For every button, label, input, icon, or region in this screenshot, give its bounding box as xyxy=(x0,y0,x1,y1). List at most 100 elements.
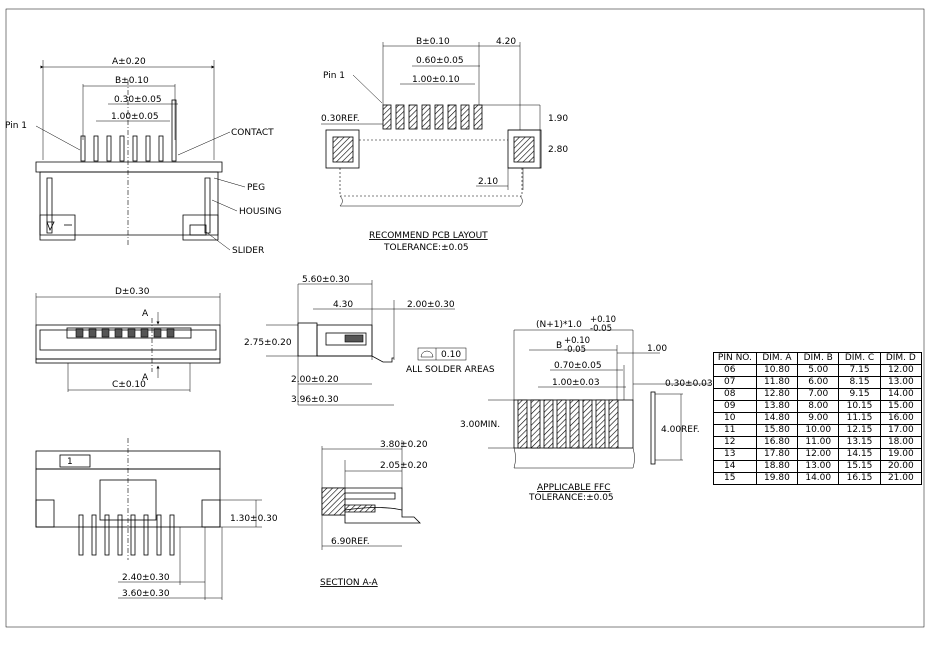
table-header-row: PIN NO. DIM. A DIM. B DIM. C DIM. D xyxy=(713,352,923,365)
profile-dim-396-label: 3.96±0.30 xyxy=(291,395,339,405)
pcb-dim-pitch-label: 1.00±0.10 xyxy=(412,75,460,85)
cell-dim-c: 15.15 xyxy=(838,460,881,473)
pcb-layout-title: RECOMMEND PCB LAYOUT xyxy=(369,231,488,241)
cell-dim-d: 20.00 xyxy=(879,460,923,473)
cell-dim-c: 14.15 xyxy=(838,448,881,461)
cell-dim-c: 11.15 xyxy=(838,412,881,425)
cell-dim-a: 14.80 xyxy=(755,412,799,425)
cell-pin-no: 14 xyxy=(713,460,757,473)
pcb-dim-210-label: 2.10 xyxy=(478,177,498,187)
cell-pin-no: 12 xyxy=(713,436,757,449)
flatness-value: 0.10 xyxy=(441,350,461,360)
pin1-callout: Pin 1 xyxy=(5,121,27,131)
dim-b-label: B±0.10 xyxy=(115,76,149,86)
top-dim-d-label: D±0.30 xyxy=(115,287,150,297)
section-view: 3.80±0.20 2.05±0.20 6.90REF. SECTION A-A xyxy=(320,440,428,588)
cell-dim-d: 12.00 xyxy=(879,364,923,377)
cell-dim-b: 10.00 xyxy=(797,424,840,437)
cell-dim-d: 16.00 xyxy=(879,412,923,425)
ffc-dim-thick-label: 0.30±0.03 xyxy=(665,379,713,389)
col-header-dim-a: DIM. A xyxy=(755,352,799,365)
cell-dim-c: 8.15 xyxy=(838,376,881,389)
col-header-dim-c: DIM. C xyxy=(838,352,881,365)
pcb-layout-tolerance: TOLERANCE:±0.05 xyxy=(383,243,469,253)
ffc-dim-070-label: 0.70±0.05 xyxy=(554,361,602,371)
cell-dim-b: 5.00 xyxy=(797,364,840,377)
profile-dim-200a-label: 2.00±0.30 xyxy=(407,300,455,310)
pcb-ref-label: 0.30REF. xyxy=(321,114,360,124)
ffc-dim-100-label: 1.00 xyxy=(647,344,667,354)
cell-pin-no: 06 xyxy=(713,364,757,377)
dim-a-label: A±0.20 xyxy=(112,57,146,67)
ffc-dim-n-tol-dn: -0.05 xyxy=(590,324,612,334)
pcb-dim-pad-width-label: 0.60±0.05 xyxy=(416,56,464,66)
cell-dim-b: 14.00 xyxy=(797,472,840,485)
profile-dim-275-label: 2.75±0.20 xyxy=(244,338,292,348)
front-view-pins xyxy=(78,514,175,556)
contact-callout: CONTACT xyxy=(231,128,274,138)
top-view-pins xyxy=(75,328,175,338)
ffc-dim-b-tol-up: +0.10 xyxy=(564,336,590,346)
cell-dim-d: 17.00 xyxy=(879,424,923,437)
slider-callout: SLIDER xyxy=(232,246,264,256)
peg-callout: PEG xyxy=(247,183,265,193)
cell-dim-d: 15.00 xyxy=(879,400,923,413)
cell-dim-a: 11.80 xyxy=(755,376,799,389)
ffc-tolerance: TOLERANCE:±0.05 xyxy=(528,493,614,503)
cell-dim-d: 13.00 xyxy=(879,376,923,389)
cell-dim-a: 17.80 xyxy=(755,448,799,461)
drawing-frame xyxy=(5,8,925,628)
cell-dim-b: 9.00 xyxy=(797,412,840,425)
cell-dim-c: 12.15 xyxy=(838,424,881,437)
ffc-dim-b-tol-dn: -0.05 xyxy=(564,345,586,355)
flatness-frame xyxy=(417,347,467,361)
cell-dim-d: 19.00 xyxy=(879,448,923,461)
cell-dim-a: 12.80 xyxy=(755,388,799,401)
cell-dim-c: 10.15 xyxy=(838,400,881,413)
col-header-dim-b: DIM. B xyxy=(797,352,840,365)
ffc-dim-n-tol-up: +0.10 xyxy=(590,315,616,325)
ffc-dim-min-label: 3.00MIN. xyxy=(460,420,500,430)
ffc-conductors xyxy=(517,399,619,449)
pcb-dim-280-label: 2.80 xyxy=(548,145,568,155)
ffc-view: (N+1)*1.0 +0.10 -0.05 B +0.10 -0.05 1.00… xyxy=(460,315,713,503)
profile-dim-430-label: 4.30 xyxy=(333,300,353,310)
ffc-dim-pitch-label: 1.00±0.03 xyxy=(552,378,600,388)
cell-dim-a: 19.80 xyxy=(755,472,799,485)
pcb-dim-190-label: 1.90 xyxy=(548,114,568,124)
col-header-dim-d: DIM. D xyxy=(879,352,923,365)
cell-dim-d: 18.00 xyxy=(879,436,923,449)
cell-dim-d: 14.00 xyxy=(879,388,923,401)
pcb-dim-420-label: 4.20 xyxy=(496,37,516,47)
front-dim-360-label: 3.60±0.30 xyxy=(122,589,170,599)
section-mark-bottom: A xyxy=(142,373,149,383)
cell-dim-b: 11.00 xyxy=(797,436,840,449)
side-profile: 5.60±0.30 4.30 2.00±0.30 2.75±0.20 0.10 … xyxy=(244,275,495,406)
section-mark-top: A xyxy=(142,309,149,319)
contact-pins xyxy=(80,99,177,162)
cell-pin-no: 07 xyxy=(713,376,757,389)
cell-dim-c: 16.15 xyxy=(838,472,881,485)
cell-dim-a: 16.80 xyxy=(755,436,799,449)
dim-contact-width-label: 0.30±0.05 xyxy=(114,95,162,105)
pcb-layout: B±0.10 4.20 0.60±0.05 1.00±0.10 Pin 1 0.… xyxy=(321,37,568,253)
front-dim-130-label: 1.30±0.30 xyxy=(230,514,278,524)
ffc-dim-b-label: B xyxy=(556,341,562,351)
cell-pin-no: 13 xyxy=(713,448,757,461)
cell-dim-b: 13.00 xyxy=(797,460,840,473)
ffc-title: APPLICABLE FFC xyxy=(537,483,611,493)
section-title: SECTION A-A xyxy=(320,578,379,588)
top-dim-c-label: C±0.10 xyxy=(112,380,146,390)
cell-pin-no: 09 xyxy=(713,400,757,413)
cell-dim-c: 9.15 xyxy=(838,388,881,401)
cell-pin-no: 08 xyxy=(713,388,757,401)
section-dim-380-label: 3.80±0.20 xyxy=(380,440,428,450)
section-dim-205-label: 2.05±0.20 xyxy=(380,461,428,471)
